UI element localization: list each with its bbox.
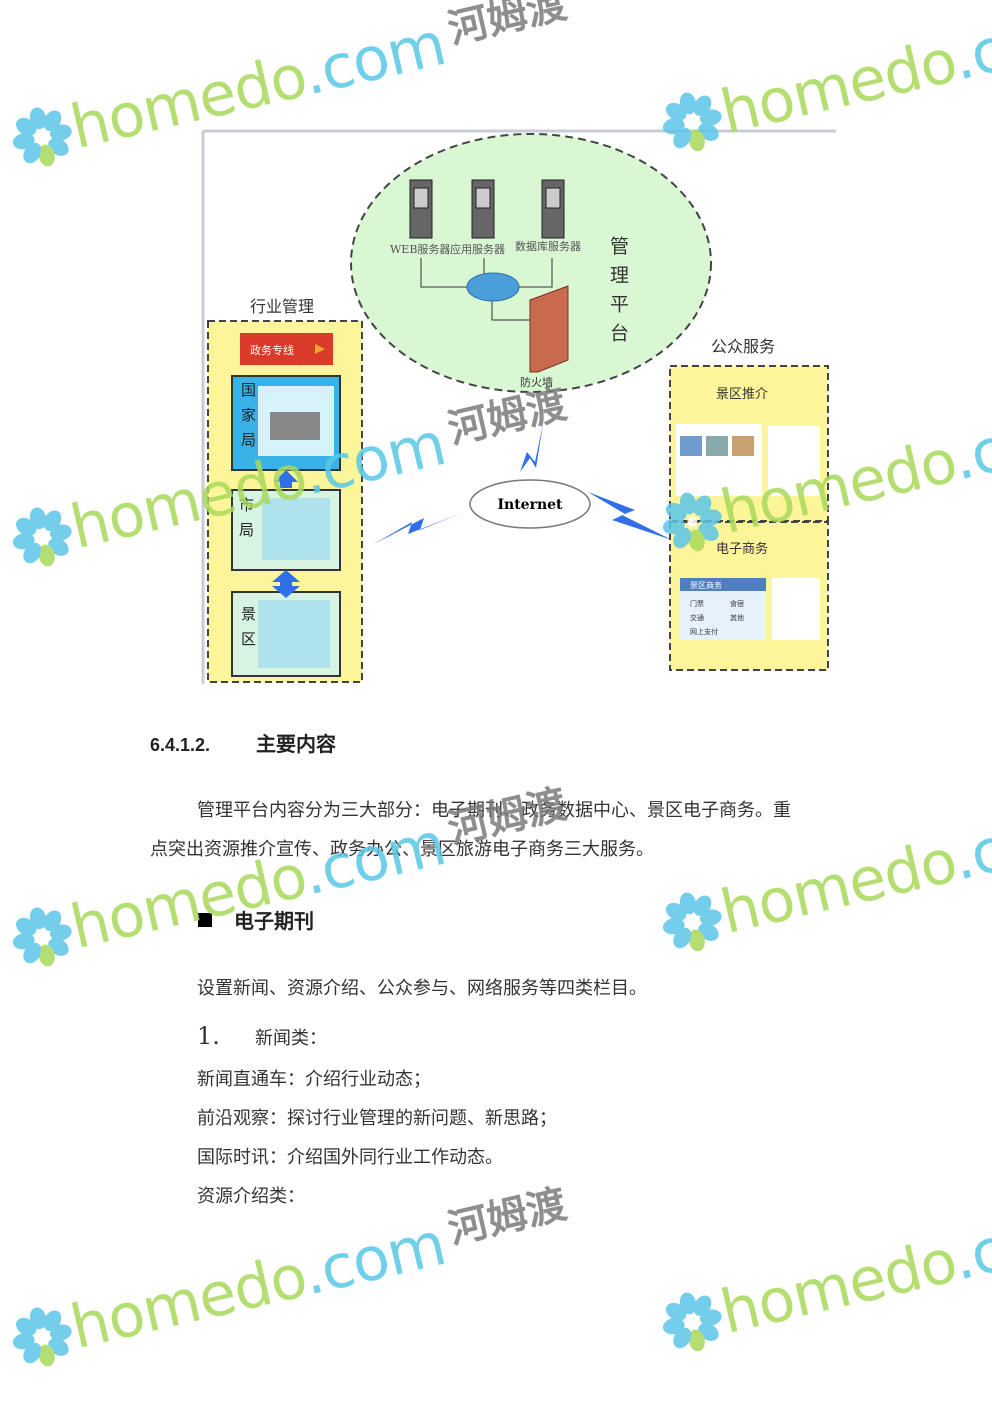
gov-line-banner-label: 政务专线 (250, 343, 294, 357)
list-item: 前沿观察：探讨行业管理的新问题、新思路； (197, 1108, 557, 1129)
list-number: 1. (197, 1022, 220, 1050)
user-icon (772, 578, 820, 640)
lightning-icon (372, 512, 464, 545)
network-diagram: WEB服务器 应用服务器 数据库服务器 防火墙 管理平台 行业管理 政务专线 国… (201, 129, 836, 684)
level-national: 国家局 (239, 382, 257, 457)
list-heading: 1. 新闻类： (197, 1017, 327, 1058)
watermark-domain: .com (946, 794, 992, 895)
bullet-square-icon (198, 913, 212, 927)
watermark-domain: .com (946, 0, 992, 95)
section-heading: 6.4.1.2. 主要内容 (150, 728, 336, 757)
section-number: 6.4.1.2. (150, 735, 211, 755)
router-icon (466, 272, 520, 302)
worker-icon (258, 600, 330, 668)
scenic-webpage (676, 424, 762, 496)
watermark-flower-icon (662, 1292, 728, 1352)
level-city: 市局 (237, 497, 255, 547)
arrow-right-icon (315, 344, 325, 354)
watermark-brand: homedo (714, 826, 962, 949)
watermark-flower-icon (662, 892, 728, 952)
shop-item: 其他 (730, 613, 744, 622)
list-title: 新闻类： (255, 1028, 327, 1049)
shop-item: 食宿 (730, 599, 744, 608)
arrow-icon (274, 470, 298, 488)
server-icons (409, 179, 565, 239)
bullet-title: 电子期刊 (234, 909, 314, 933)
platform-label: 管理平台 (607, 236, 629, 352)
server-label-web: WEB服务器 (390, 243, 450, 256)
building-icon (270, 412, 320, 440)
shop-item: 网上支付 (690, 627, 718, 636)
watermark-brand: homedo (64, 1241, 312, 1364)
user-icon (768, 426, 820, 496)
columns-text: 设置新闻、资源介绍、公众参与、网络服务等四类栏目。 (197, 978, 647, 999)
watermark-cn: 河姆渡 (443, 0, 572, 54)
internet-label: Internet (497, 497, 563, 513)
shop-header: 景区商务 (690, 580, 722, 590)
watermark-flower-icon (12, 107, 78, 167)
firewall-icon (529, 285, 569, 373)
shop-item: 门票 (690, 599, 704, 608)
level-scenic: 景区 (239, 606, 257, 656)
watermark-domain: .com (946, 394, 992, 495)
watermark-flower-icon (12, 907, 78, 967)
section-ecommerce: 电子商务 (716, 541, 768, 557)
industry-title: 行业管理 (250, 297, 314, 316)
watermark-domain: .com (946, 1194, 992, 1295)
list-item: 国际时讯：介绍国外同行业工作动态。 (197, 1147, 503, 1168)
list-item: 新闻直通车：介绍行业动态； (197, 1069, 431, 1090)
section-title: 主要内容 (256, 734, 336, 756)
lightning-icon (588, 492, 672, 540)
watermark-domain: .com (296, 9, 452, 110)
shop-item: 交通 (690, 613, 704, 622)
intro-line-2: 点突出资源推介宣传、政务办公、景区旅游电子商务三大服务。 (150, 839, 654, 860)
watermark-flower-icon (12, 507, 78, 567)
section-scenic: 景区推介 (716, 387, 768, 402)
server-label-db: 数据库服务器 (515, 239, 581, 253)
arrow-icon (272, 570, 300, 598)
list-item: 资源介绍类： (197, 1186, 305, 1207)
bullet-heading: 电子期刊 (198, 905, 314, 934)
platform-ellipse (350, 133, 712, 393)
watermark: homedo.com河姆渡 (652, 757, 992, 962)
watermark-flower-icon (12, 1307, 78, 1367)
firewall-label: 防火墙 (520, 375, 553, 389)
intro-line-1: 管理平台内容分为三大部分：电子期刊、政务数据中心、景区电子商务。重 (197, 800, 791, 821)
watermark: homedo.com河姆渡 (652, 1157, 992, 1362)
public-title: 公众服务 (711, 337, 775, 356)
watermark-domain: .com (296, 1209, 452, 1310)
internet-cloud (469, 479, 591, 529)
watermark-brand: homedo (714, 1226, 962, 1349)
server-label-app: 应用服务器 (450, 242, 505, 256)
lightning-icon (520, 424, 543, 472)
watermark-cn: 河姆渡 (443, 1181, 572, 1254)
office-icon (262, 498, 330, 560)
